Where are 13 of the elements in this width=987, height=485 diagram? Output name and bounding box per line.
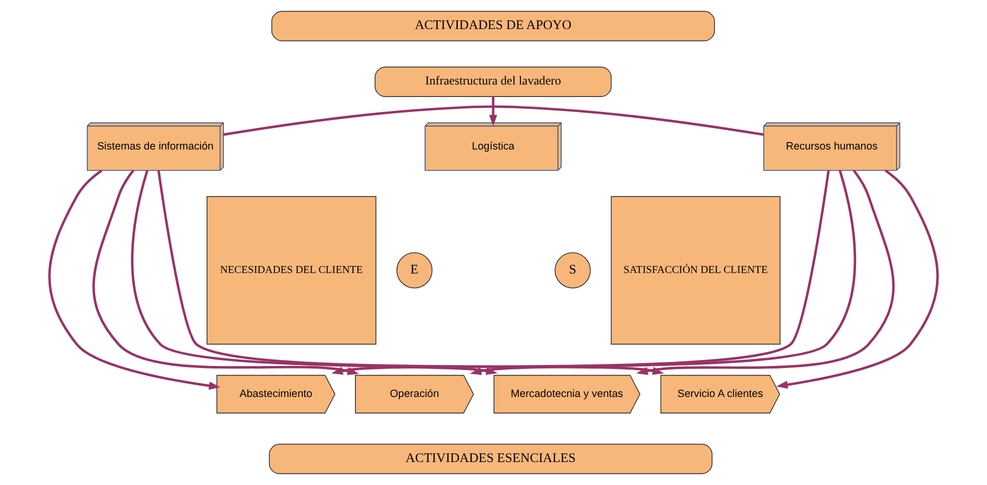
- node-box: ACTIVIDADES DE APOYO: [271, 10, 715, 42]
- node-box: ACTIVIDADES ESENCIALES: [268, 444, 712, 474]
- node-circle: E: [396, 252, 432, 288]
- node-box: NECESIDADES DEL CLIENTE: [206, 196, 376, 345]
- node-circle: S: [554, 252, 591, 288]
- node-box: SATISFACCIÓN DEL CLIENTE: [610, 196, 781, 345]
- connector: [223, 105, 764, 136]
- arrow: [489, 96, 498, 126]
- arrow: [48, 170, 220, 390]
- arrow: [92, 170, 359, 375]
- node-box: Infraestructura del lavadero: [374, 66, 612, 97]
- arrow: [776, 170, 939, 389]
- arrow: [636, 170, 895, 375]
